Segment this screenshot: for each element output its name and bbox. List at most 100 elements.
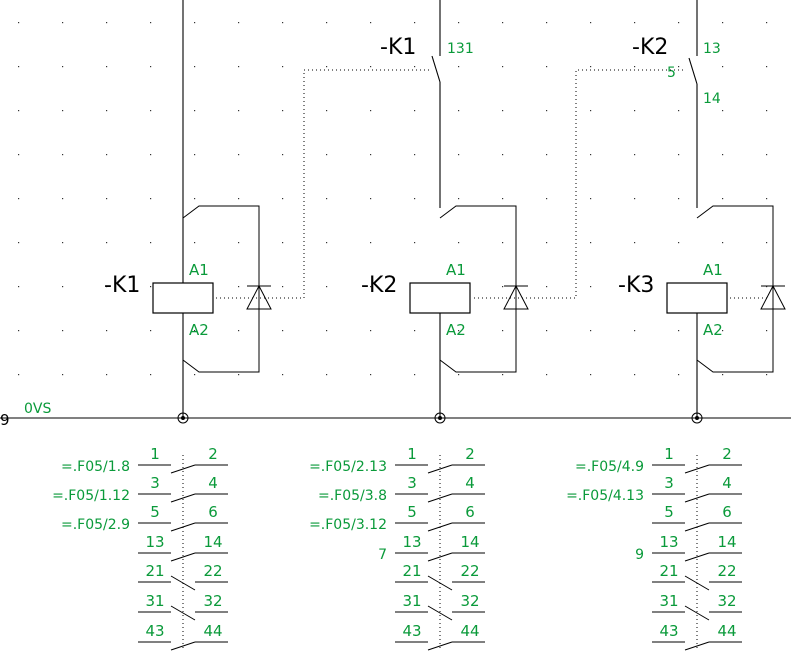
grid-dot bbox=[722, 374, 724, 376]
grid-dot bbox=[326, 374, 328, 376]
grid-dot bbox=[18, 374, 20, 376]
grid-dot bbox=[634, 154, 636, 156]
grid-dot bbox=[634, 286, 636, 288]
contact-left-number: 3 bbox=[407, 474, 417, 492]
contact-left-number: 3 bbox=[150, 474, 160, 492]
background-grid bbox=[18, 22, 768, 376]
grid-dot bbox=[326, 330, 328, 332]
grid-dot bbox=[150, 154, 152, 156]
contact-nc-blade bbox=[170, 575, 196, 591]
grid-dot bbox=[546, 286, 548, 288]
contact-right-number: 4 bbox=[465, 474, 475, 492]
contact-k2-terminal-14: 14 bbox=[703, 91, 721, 107]
grid-dot bbox=[590, 374, 592, 376]
grid-dot bbox=[62, 198, 64, 200]
grid-dot bbox=[282, 110, 284, 112]
grid-dot bbox=[62, 110, 64, 112]
grid-dot bbox=[590, 198, 592, 200]
grid-dot bbox=[414, 66, 416, 68]
grid-dot bbox=[502, 286, 504, 288]
contact-right-number: 22 bbox=[203, 562, 222, 580]
grid-dot bbox=[62, 22, 64, 24]
terminal-a1: A1 bbox=[189, 261, 209, 279]
grid-dot bbox=[458, 198, 460, 200]
grid-dot bbox=[458, 110, 460, 112]
grid-dot bbox=[106, 242, 108, 244]
grid-dot bbox=[458, 330, 460, 332]
grid-dot bbox=[194, 66, 196, 68]
relay-coil[interactable] bbox=[152, 282, 214, 314]
grid-dot bbox=[722, 198, 724, 200]
contact-left-number: 21 bbox=[659, 562, 678, 580]
relay-tag: -K2 bbox=[361, 273, 397, 298]
contact-right-number: 44 bbox=[717, 622, 736, 640]
contact-left-number: 31 bbox=[402, 592, 421, 610]
grid-dot bbox=[238, 374, 240, 376]
contact-no-blade bbox=[170, 552, 196, 562]
grid-dot bbox=[590, 66, 592, 68]
contact-k1-top[interactable]: -K1 131 bbox=[380, 0, 474, 208]
contact-left-number: 3 bbox=[664, 474, 674, 492]
grid-dot bbox=[678, 242, 680, 244]
grid-dot bbox=[282, 374, 284, 376]
contact-right-number: 44 bbox=[460, 622, 479, 640]
grid-dot bbox=[766, 66, 768, 68]
grid-dot bbox=[678, 22, 680, 24]
diode-frame bbox=[696, 205, 774, 373]
grid-dot bbox=[766, 286, 768, 288]
contact-right-number: 14 bbox=[460, 533, 479, 551]
grid-dot bbox=[502, 330, 504, 332]
contact-left-number: 5 bbox=[150, 503, 160, 521]
contact-no-blade bbox=[427, 552, 453, 562]
grid-dot bbox=[106, 374, 108, 376]
grid-dot bbox=[590, 110, 592, 112]
cross-reference: =.F05/1.12 bbox=[52, 488, 130, 504]
grid-dot bbox=[194, 374, 196, 376]
contact-k2-top[interactable]: -K2 13 14 5 bbox=[632, 0, 721, 208]
contact-left-number: 5 bbox=[664, 503, 674, 521]
grid-dot bbox=[678, 66, 680, 68]
terminal-a1: A1 bbox=[703, 261, 723, 279]
grid-dot bbox=[634, 22, 636, 24]
grid-dot bbox=[414, 22, 416, 24]
contact-right-number: 14 bbox=[717, 533, 736, 551]
contact-right-number: 32 bbox=[717, 592, 736, 610]
side-number: 7 bbox=[378, 547, 387, 563]
contact-k2-tag: -K2 bbox=[632, 35, 668, 60]
grid-dot bbox=[502, 198, 504, 200]
grid-dot bbox=[590, 330, 592, 332]
relay-coil[interactable] bbox=[409, 282, 471, 314]
grid-dot bbox=[150, 22, 152, 24]
contact-left-number: 31 bbox=[145, 592, 164, 610]
diode-frame bbox=[182, 205, 260, 373]
cross-reference: =.F05/3.8 bbox=[318, 488, 387, 504]
contact-right-number: 4 bbox=[208, 474, 218, 492]
grid-dot bbox=[62, 374, 64, 376]
grid-dot bbox=[634, 242, 636, 244]
grid-dot bbox=[634, 66, 636, 68]
contact-left-number: 13 bbox=[402, 533, 421, 551]
grid-dot bbox=[62, 66, 64, 68]
contact-no-blade bbox=[170, 641, 196, 651]
grid-dot bbox=[502, 66, 504, 68]
grid-dot bbox=[326, 22, 328, 24]
grid-dot bbox=[238, 242, 240, 244]
grid-dot bbox=[634, 330, 636, 332]
contact-nc-blade bbox=[427, 575, 453, 591]
contact-right-number: 6 bbox=[722, 503, 732, 521]
grid-dot bbox=[238, 154, 240, 156]
grid-dot bbox=[18, 330, 20, 332]
contact-right-number: 6 bbox=[465, 503, 475, 521]
relay-coil[interactable] bbox=[666, 282, 728, 314]
grid-dot bbox=[282, 66, 284, 68]
grid-dot bbox=[414, 374, 416, 376]
freewheel-diode bbox=[760, 284, 786, 310]
grid-dot bbox=[766, 110, 768, 112]
relay-tag: -K1 bbox=[104, 273, 140, 298]
